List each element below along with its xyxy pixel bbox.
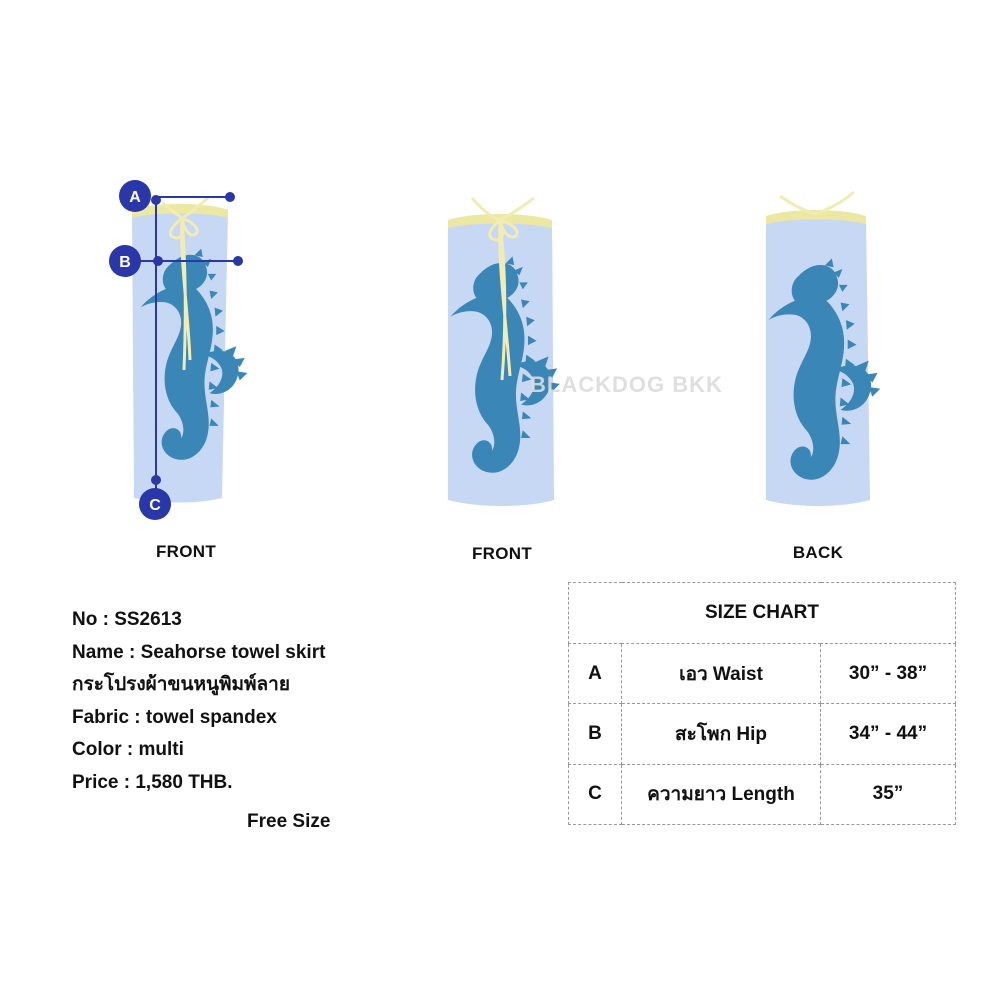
view-label-back: BACK	[792, 543, 844, 562]
product-thai-name: กระโปรงผ้าขนหนูพิมพ์ลาย	[72, 674, 290, 695]
size-value: 34” - 44”	[820, 703, 956, 765]
product-color: Color : multi	[72, 739, 184, 760]
svg-text:A: A	[129, 189, 141, 206]
size-chart: SIZE CHART A เอว Waist 30” - 38” B สะโพก…	[568, 582, 956, 826]
product-name: Name : Seahorse towel skirt	[72, 641, 326, 663]
size-label: ความยาว Length	[621, 763, 821, 826]
size-label: เอว Waist	[621, 642, 821, 705]
size-value: 35”	[820, 763, 956, 826]
product-info: No : SS2613 Name : Seahorse towel skirt …	[72, 604, 325, 799]
marker-b: B	[109, 245, 141, 277]
product-price: Price : 1,580 THB.	[72, 771, 233, 793]
measurement-lines	[140, 192, 243, 490]
size-chart-header: SIZE CHART	[568, 582, 956, 644]
size-label: สะโพก Hip	[621, 703, 821, 765]
table-row: B สะโพก Hip 34” - 44”	[568, 703, 956, 765]
size-chart-title: SIZE CHART	[568, 582, 956, 644]
product-size: Free Size	[247, 811, 331, 832]
size-key: C	[568, 763, 622, 826]
waist-trim	[766, 210, 866, 224]
product-fabric: Fabric : towel spandex	[72, 706, 277, 728]
svg-text:C: C	[149, 497, 161, 514]
view-label-front-2: FRONT	[471, 544, 533, 563]
svg-text:B: B	[119, 254, 131, 271]
watermark: BLACKDOG BKK	[530, 372, 723, 397]
table-row: C ความยาว Length 35”	[568, 763, 956, 826]
view-label-front-1: FRONT	[155, 542, 217, 561]
skirt-front-measured: A B C	[100, 180, 260, 520]
drawstring-tie	[160, 196, 209, 371]
drawstring-tie	[470, 196, 535, 381]
marker-a: A	[119, 180, 151, 212]
marker-c: C	[139, 488, 171, 520]
size-value: 30” - 38”	[820, 642, 956, 705]
product-no: No : SS2613	[72, 609, 182, 630]
skirt-back	[738, 180, 898, 520]
drawstring-tie	[779, 190, 855, 216]
size-key: A	[568, 642, 622, 705]
size-key: B	[568, 703, 622, 765]
skirt-front	[422, 180, 582, 520]
table-row: A เอว Waist 30” - 38”	[568, 642, 956, 705]
